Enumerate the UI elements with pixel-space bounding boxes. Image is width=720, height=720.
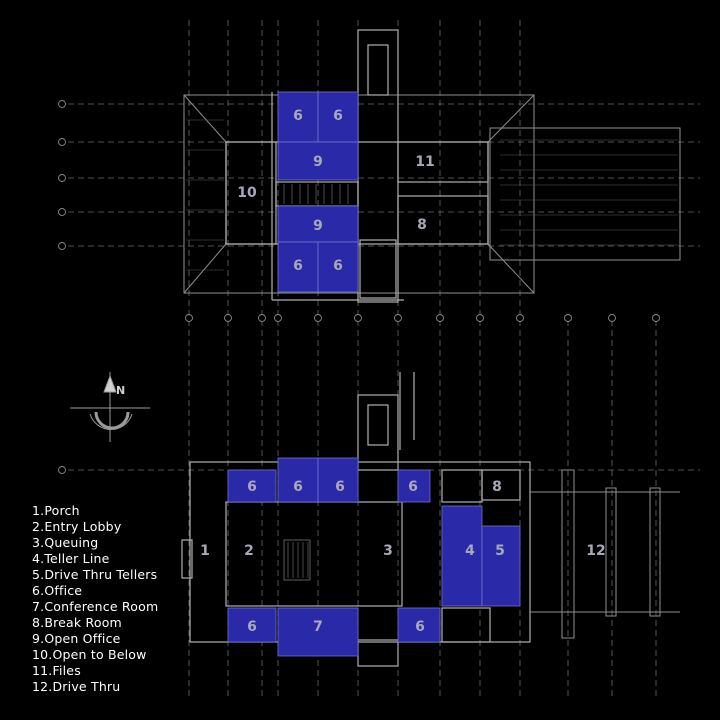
legend-item: 4.Teller Line (32, 551, 110, 566)
room-label: 6 (293, 258, 303, 274)
room-label: 11 (415, 154, 434, 170)
legend-item: 6.Office (32, 583, 83, 598)
upper-highlight-rooms (277, 91, 359, 293)
legend-item: 2.Entry Lobby (32, 519, 122, 534)
legend-item: 5.Drive Thru Tellers (32, 567, 158, 582)
room-label: 4 (465, 543, 475, 559)
room-label: 6 (333, 108, 343, 124)
drive-thru-canopy (530, 469, 680, 639)
room-label: 6 (247, 479, 257, 495)
room-label: 10 (237, 185, 257, 201)
room-label: 7 (313, 619, 323, 635)
upper-room-labels: 6 6 9 9 6 6 10 11 8 (237, 108, 434, 274)
room-label: 6 (293, 479, 303, 495)
room-label: 9 (313, 154, 323, 170)
legend-item: 8.Break Room (32, 615, 122, 630)
room-label: 5 (495, 543, 505, 559)
legend-item: 7.Conference Room (32, 599, 159, 614)
room-label: 6 (293, 108, 303, 124)
room-label: 6 (335, 479, 345, 495)
legend-item: 12.Drive Thru (32, 679, 121, 694)
legend-item: 3.Queuing (32, 535, 99, 550)
room-label: 9 (313, 218, 323, 234)
room-legend: 1.Porch 2.Entry Lobby 3.Queuing 4.Teller… (32, 503, 158, 695)
ground-highlight-rooms (227, 457, 521, 657)
north-arrow-icon (70, 372, 150, 442)
north-label: N (116, 384, 125, 397)
room-label: 2 (244, 543, 254, 559)
ground-room-labels: 6 6 6 6 1 2 3 4 5 8 12 6 7 6 (200, 479, 606, 635)
legend-item: 10.Open to Below (32, 647, 147, 662)
legend-item: 1.Porch (32, 503, 80, 518)
room-label: 8 (492, 479, 502, 495)
upper-floor-plan: 6 6 9 9 6 6 10 11 8 (183, 29, 681, 303)
room-label: 6 (415, 619, 425, 635)
legend-item: 11.Files (32, 663, 81, 678)
legend-item: 9.Open Office (32, 631, 121, 646)
room-label: 6 (333, 258, 343, 274)
room-label: 6 (408, 479, 418, 495)
ground-stair (283, 539, 311, 581)
grid-bubbles (58, 100, 660, 474)
room-label: 1 (200, 543, 210, 559)
upper-roof-hatch (186, 119, 678, 271)
room-label: 6 (247, 619, 257, 635)
room-label: 8 (417, 217, 427, 233)
ground-floor-plan: 6 6 6 6 1 2 3 4 5 8 12 6 7 6 (181, 372, 680, 667)
upper-stair (283, 184, 349, 204)
room-label: 12 (586, 543, 605, 559)
room-label: 3 (383, 543, 393, 559)
